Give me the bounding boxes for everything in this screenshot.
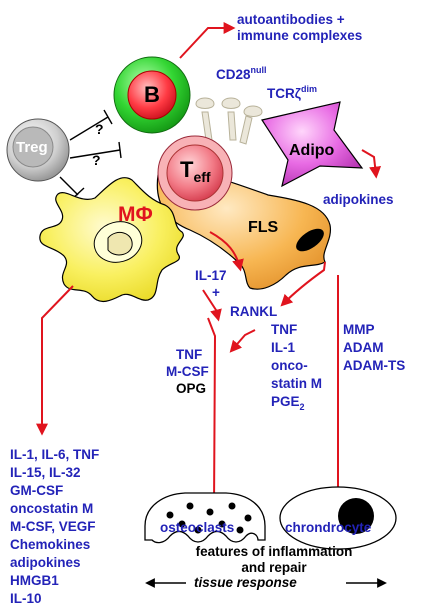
t-eff-nucleus bbox=[166, 144, 224, 202]
tcr-label: TCRζdim bbox=[267, 84, 317, 101]
il17-label: IL-17 bbox=[195, 268, 227, 283]
fls-factor-list: TNF IL-1 onco- statin M PGE2 bbox=[271, 322, 323, 412]
autoantibodies-label: autoantibodies + immune complexes bbox=[237, 12, 363, 43]
question-mark-upper: ? bbox=[95, 121, 104, 137]
chondrocyte-label: chrondrocyte bbox=[285, 520, 372, 535]
chondrocyte-nucleus bbox=[338, 498, 374, 534]
macrophage-vacuole bbox=[107, 231, 133, 256]
fls-nucleus bbox=[296, 228, 324, 252]
osteoclasts-label: osteoclasts bbox=[160, 520, 235, 535]
mid-factors: TNF M-CSF OPG bbox=[166, 347, 209, 398]
treg-label: Treg bbox=[16, 139, 48, 156]
signal-arrows bbox=[36, 22, 382, 512]
question-mark-lower: ? bbox=[92, 152, 101, 168]
tcr-receptors bbox=[195, 97, 263, 145]
inhibition-lines bbox=[59, 109, 122, 201]
rankl-label: RANKL bbox=[230, 304, 278, 319]
osteoclast-nuclei bbox=[166, 502, 252, 534]
macrophage-factor-list: IL-1, IL-6, TNF IL-15, IL-32 GM-CSF onco… bbox=[10, 447, 100, 606]
plus-label: + bbox=[212, 285, 220, 300]
chondrocyte-cell bbox=[279, 486, 397, 550]
enzyme-list: MMP ADAM ADAM-TS bbox=[343, 322, 406, 373]
mid-factor-tnf: TNF bbox=[176, 347, 203, 362]
fls-label: FLS bbox=[248, 219, 279, 236]
tissue-response-label: tissue response bbox=[194, 575, 297, 590]
adipocyte-cell bbox=[261, 101, 364, 188]
footer-caption: features of inflammation and repair bbox=[195, 544, 353, 575]
macrophage-label: MΦ bbox=[118, 203, 153, 226]
b-cell-nucleus bbox=[127, 70, 177, 120]
t-eff-label: Teff bbox=[180, 157, 211, 186]
treg-nucleus bbox=[12, 126, 54, 168]
cd28-label: CD28null bbox=[216, 65, 267, 82]
mid-factor-mcsf: M-CSF bbox=[166, 364, 209, 379]
adipokines-label: adipokines bbox=[323, 192, 394, 207]
mid-factor-opg: OPG bbox=[176, 381, 207, 396]
b-cell-label: B bbox=[144, 82, 160, 107]
adipocyte-label: Adipo bbox=[289, 142, 335, 159]
